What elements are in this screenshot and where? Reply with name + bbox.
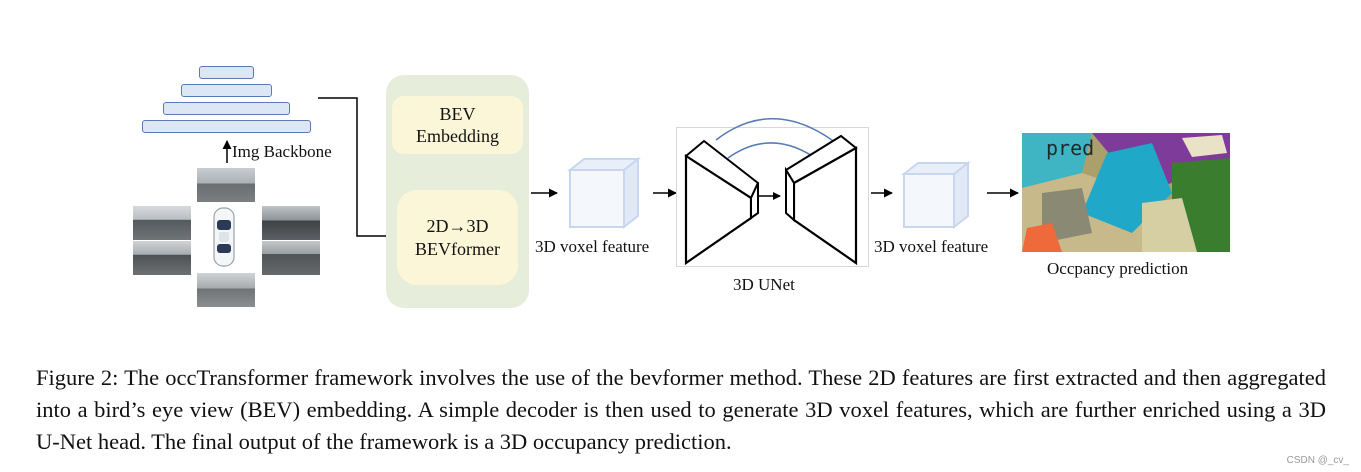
bev-embedding-box: BEV Embedding	[392, 96, 523, 154]
voxel-cube-2	[901, 160, 971, 230]
pred-tag: pred	[1046, 136, 1094, 160]
backbone-layer-4	[142, 120, 311, 133]
camera-image-front-left	[133, 206, 191, 240]
bevformer-box: 2D→3D BEVformer	[397, 190, 518, 285]
camera-image-back-right	[262, 241, 320, 275]
camera-image-front-right	[262, 206, 320, 240]
ego-car-icon	[213, 207, 235, 267]
bev-embedding-label: BEV Embedding	[416, 103, 499, 147]
figure-caption: Figure 2: The occTransformer framework i…	[36, 365, 1326, 454]
camera-image-back	[197, 273, 255, 307]
img-backbone-label: Img Backbone	[232, 142, 332, 161]
watermark: CSDN @_cv_	[1286, 455, 1349, 466]
unet-label: 3D UNet	[733, 275, 795, 294]
backbone-layer-3	[163, 102, 290, 115]
camera-image-back-left	[133, 241, 191, 275]
voxel-cube-1	[567, 156, 641, 230]
unet-frame	[676, 127, 869, 267]
occupancy-prediction-label: Occpancy prediction	[1047, 259, 1189, 278]
unet-diagram	[684, 118, 858, 266]
occupancy-prediction-image: pred	[1022, 133, 1230, 252]
camera-image-front	[197, 168, 255, 202]
backbone-layer-2	[181, 84, 272, 97]
backbone-layer-1	[199, 66, 254, 79]
voxel-label-2: 3D voxel feature	[874, 237, 989, 256]
voxel-label-1: 3D voxel feature	[535, 237, 650, 256]
bevformer-label: 2D→3D BEVformer	[415, 216, 500, 259]
